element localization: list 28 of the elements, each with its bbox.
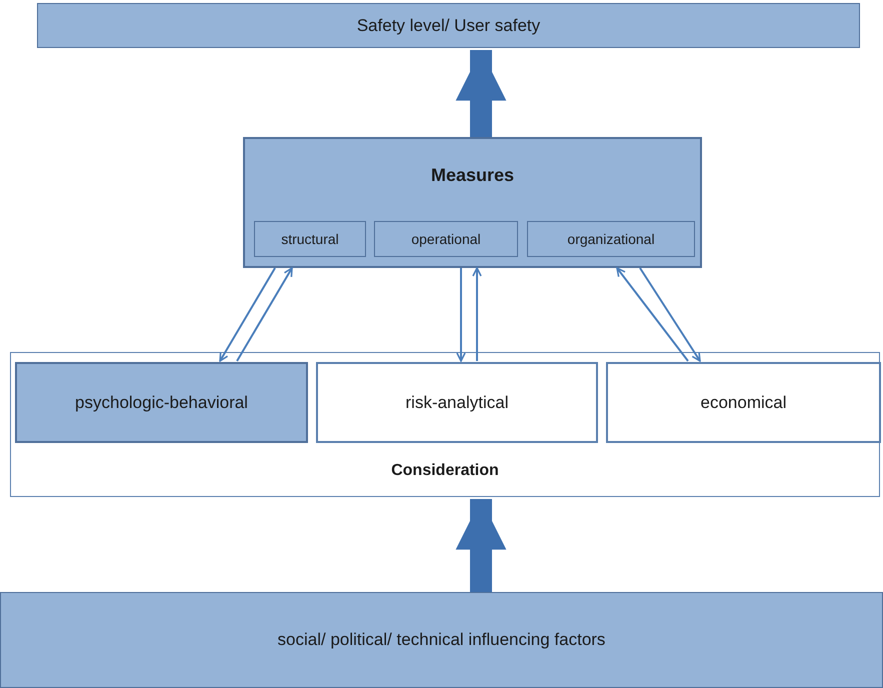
box-heading: Consideration — [390, 462, 500, 480]
block-arrow — [456, 50, 506, 137]
box-label: organizational — [566, 231, 656, 247]
arrow — [472, 267, 482, 361]
box-label: risk-analytical — [404, 392, 510, 412]
box-label: Safety level/ User safety — [356, 16, 542, 36]
box-label: psychologic-behavioral — [74, 392, 249, 412]
category-box — [15, 362, 308, 443]
arrow — [236, 267, 293, 362]
process-box — [37, 3, 860, 48]
arrow — [219, 268, 276, 362]
arrow — [639, 267, 701, 362]
box-label: social/ political/ technical influencing factors — [276, 630, 606, 650]
box-label: operational — [410, 231, 482, 247]
process-box — [243, 137, 702, 268]
box-label: economical — [700, 392, 788, 412]
box-label: structural — [280, 231, 340, 247]
category-box — [374, 221, 518, 257]
arrow — [456, 268, 466, 362]
category-box — [527, 221, 695, 257]
group-box — [10, 352, 880, 497]
category-box — [316, 362, 598, 443]
block-arrow — [456, 499, 506, 592]
box-heading: Measures — [430, 165, 516, 186]
category-box — [254, 221, 366, 257]
category-box — [606, 362, 881, 443]
process-box — [0, 592, 883, 688]
arrow — [616, 267, 689, 362]
